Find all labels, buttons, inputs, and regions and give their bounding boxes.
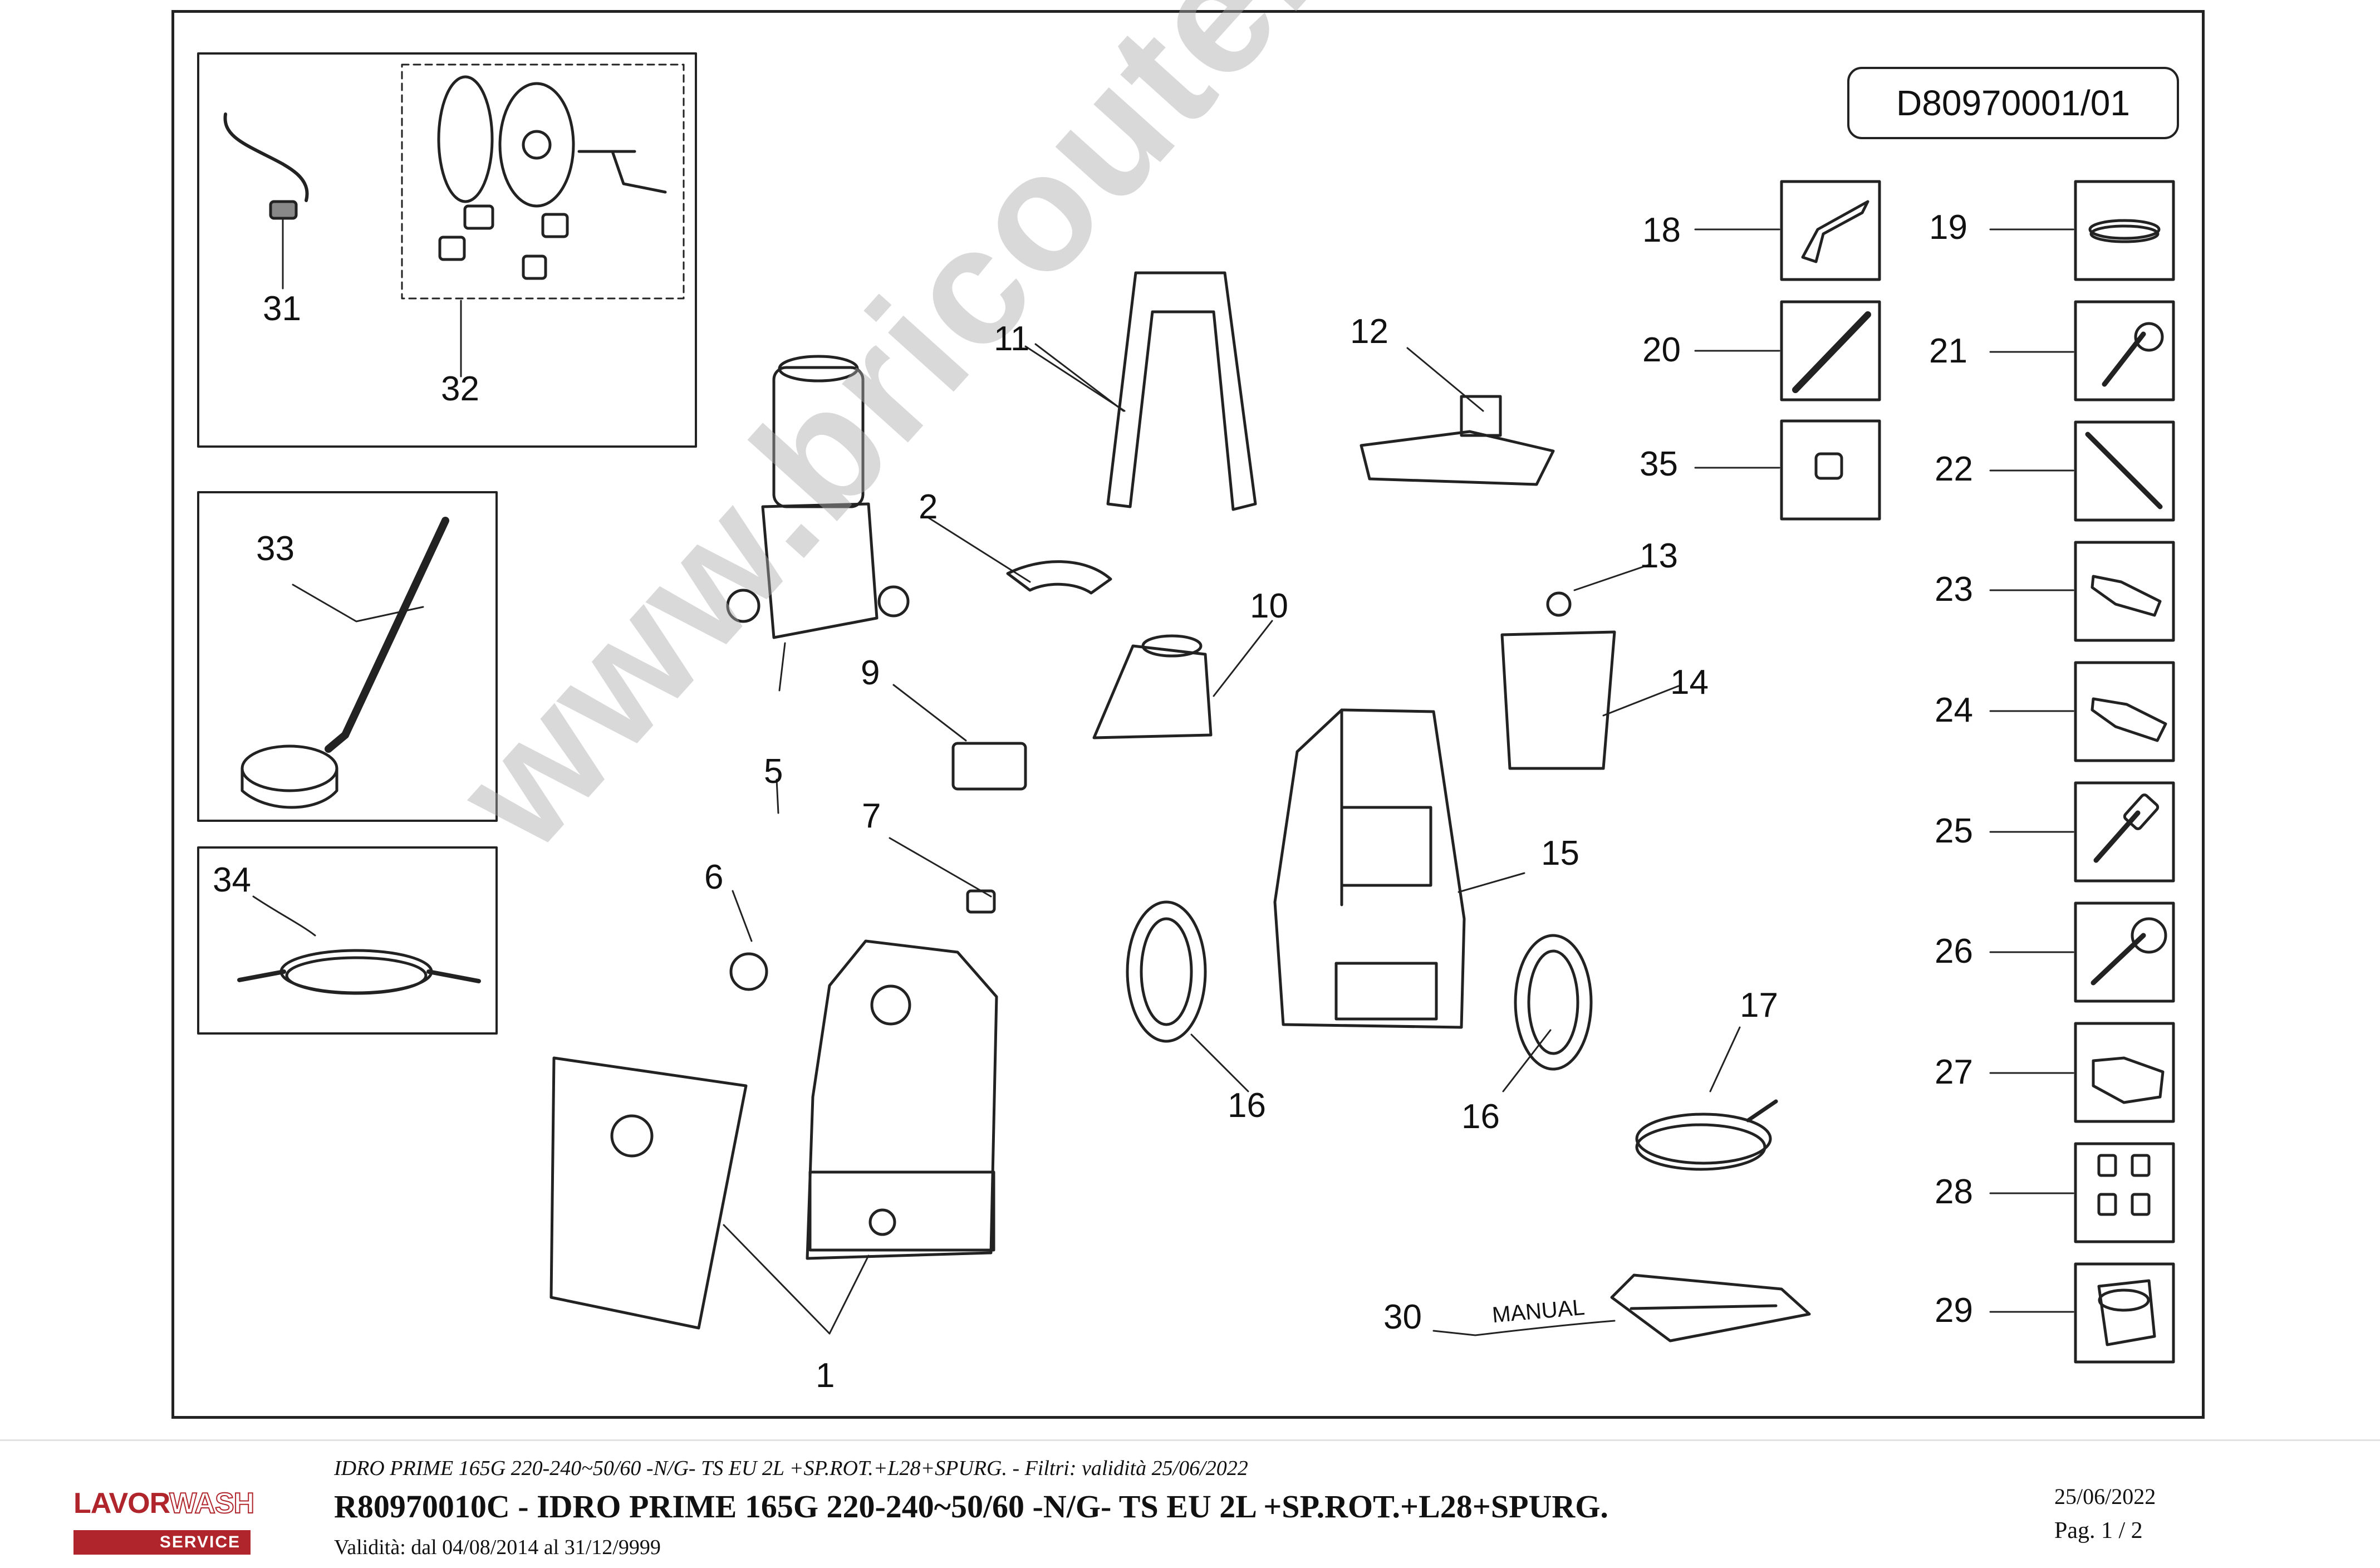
footer-title: R80970010C - IDRO PRIME 165G 220-240~50/… — [334, 1488, 1608, 1525]
part-number-11: 11 — [994, 320, 1030, 358]
part-number-2: 2 — [919, 488, 938, 526]
part-number-33: 33 — [256, 530, 295, 568]
part-number-26: 26 — [1935, 932, 1973, 971]
logo-wordmark: LAVORWASH — [73, 1487, 255, 1520]
footer-date: 25/06/2022 — [2054, 1484, 2156, 1509]
part-number-31: 31 — [263, 290, 301, 328]
acc-box-21 — [2074, 300, 2175, 401]
part-number-12: 12 — [1350, 312, 1388, 351]
acc-box-25 — [2074, 781, 2175, 883]
part-number-20: 20 — [1642, 331, 1681, 369]
inset-dashed-32 — [401, 63, 685, 300]
part-number-30: 30 — [1383, 1298, 1422, 1336]
part-number-5: 5 — [764, 752, 783, 791]
part-number-18: 18 — [1642, 211, 1681, 249]
part-number-14: 14 — [1670, 663, 1709, 702]
part-number-23: 23 — [1935, 570, 1973, 609]
part-number-19: 19 — [1929, 208, 1967, 247]
acc-box-19 — [2074, 180, 2175, 281]
footer-validity: Validità: dal 04/08/2014 al 31/12/9999 — [334, 1536, 661, 1559]
part-number-1: 1 — [816, 1356, 835, 1395]
acc-box-27 — [2074, 1022, 2175, 1123]
acc-box-24 — [2074, 661, 2175, 762]
part-number-16a: 16 — [1228, 1086, 1266, 1125]
logo-service-bar: SERVICE — [73, 1530, 251, 1555]
part-number-9: 9 — [861, 654, 880, 692]
part-number-28: 28 — [1935, 1173, 1973, 1211]
acc-box-20 — [1780, 300, 1881, 401]
part-number-16b: 16 — [1461, 1097, 1500, 1136]
part-number-25: 25 — [1935, 812, 1973, 850]
footer-divider — [0, 1439, 2380, 1441]
part-number-7: 7 — [862, 797, 881, 835]
document-id: D80970001/01 — [1896, 83, 2130, 123]
inset-box-33 — [197, 491, 498, 822]
part-number-34: 34 — [213, 861, 251, 899]
acc-box-26 — [2074, 901, 2175, 1003]
part-number-27: 27 — [1935, 1053, 1973, 1091]
part-number-17: 17 — [1740, 986, 1778, 1025]
acc-box-28 — [2074, 1142, 2175, 1243]
inset-box-34 — [197, 846, 498, 1035]
exploded-diagram-frame — [171, 10, 2205, 1419]
part-number-6: 6 — [704, 858, 724, 896]
lavorwash-service-logo: LAVORWASH SERVICE — [73, 1486, 255, 1558]
part-number-13: 13 — [1640, 537, 1678, 575]
document-id-box: D80970001/01 — [1847, 67, 2179, 139]
acc-box-18 — [1780, 180, 1881, 281]
acc-box-23 — [2074, 541, 2175, 642]
acc-box-22 — [2074, 420, 2175, 522]
part-number-21: 21 — [1929, 332, 1967, 370]
part-number-22: 22 — [1935, 450, 1973, 488]
part-number-35: 35 — [1640, 445, 1678, 483]
acc-box-29 — [2074, 1262, 2175, 1364]
part-number-32: 32 — [441, 370, 479, 408]
part-number-10: 10 — [1250, 587, 1288, 625]
footer-subtitle: IDRO PRIME 165G 220-240~50/60 -N/G- TS E… — [334, 1457, 1248, 1480]
part-number-24: 24 — [1935, 691, 1973, 729]
footer-page-number: Pag. 1 / 2 — [2054, 1518, 2143, 1543]
part-number-29: 29 — [1935, 1291, 1973, 1330]
part-number-15: 15 — [1541, 834, 1579, 873]
inset-box-31-32 — [197, 52, 697, 448]
acc-box-35 — [1780, 419, 1881, 521]
